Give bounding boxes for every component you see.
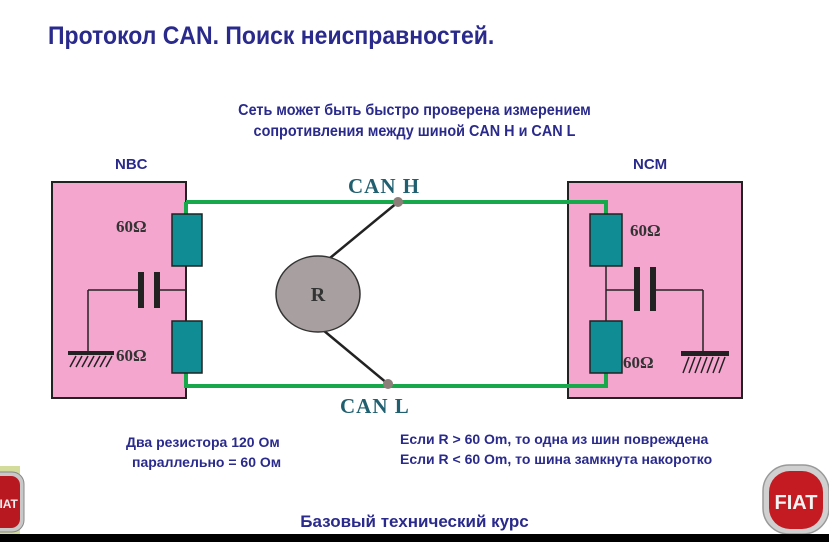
nbc-resistor-bottom (171, 320, 203, 374)
node-label-ncm: NCM (633, 156, 668, 173)
nbc-resistor-top (171, 213, 203, 267)
fiat-logo-right: FIAT (762, 464, 829, 535)
ncm-resistor-top (589, 213, 623, 267)
ohmmeter (275, 255, 361, 333)
note-right: Если R > 60 Om, то одна из шин поврежден… (400, 429, 712, 469)
can-h-label: CAN H (348, 174, 420, 198)
page-title: Протокол CAN. Поиск неисправностей. (48, 22, 495, 50)
can-l-wire (184, 372, 608, 388)
probe-high (329, 201, 399, 259)
note-right-line-1: Если R > 60 Om, то одна из шин поврежден… (400, 431, 709, 447)
nbc-capacitor (138, 272, 144, 308)
footer-course-title: Базовый технический курс (300, 512, 529, 531)
note-right-line-2: Если R < 60 Om, то шина замкнута накорот… (400, 451, 713, 467)
can-l-label: CAN L (340, 394, 410, 418)
ncm-ground-icon (681, 351, 729, 374)
note-left-line-1: Два резистора 120 Ом (126, 434, 280, 450)
fiat-logo-left: FIAT (0, 466, 25, 534)
subtitle-line-1: Сеть может быть быстро проверена измерен… (238, 102, 591, 119)
can-h-wire (186, 200, 608, 214)
probe-low (322, 329, 389, 385)
fiat-logo-right-text: FIAT (775, 492, 818, 514)
nbc-ground-icon (68, 351, 114, 368)
subtitle: Сеть может быть быстро проверена измерен… (0, 100, 829, 142)
ohmmeter-label: R (311, 284, 326, 306)
ncm-resistor-top-label: 60Ω (630, 221, 661, 240)
ncm-resistor-bottom-label: 60Ω (623, 353, 654, 372)
subtitle-line-2: сопротивления между шиной CAN H и CAN L (253, 123, 576, 140)
probe-low-contact (383, 379, 393, 389)
nbc-resistor-top-label: 60Ω (116, 217, 147, 236)
fiat-logo-left-text: FIAT (0, 497, 19, 511)
probe-high-contact (393, 197, 403, 207)
note-left: Два резистора 120 Ом параллельно = 60 Ом (126, 432, 281, 472)
bottom-bar (0, 534, 829, 542)
ncm-capacitor (634, 267, 640, 311)
note-left-line-2: параллельно = 60 Ом (132, 454, 282, 470)
node-label-nbc: NBC (115, 156, 148, 173)
nbc-resistor-bottom-label: 60Ω (116, 346, 147, 365)
ncm-resistor-bottom (589, 320, 623, 374)
